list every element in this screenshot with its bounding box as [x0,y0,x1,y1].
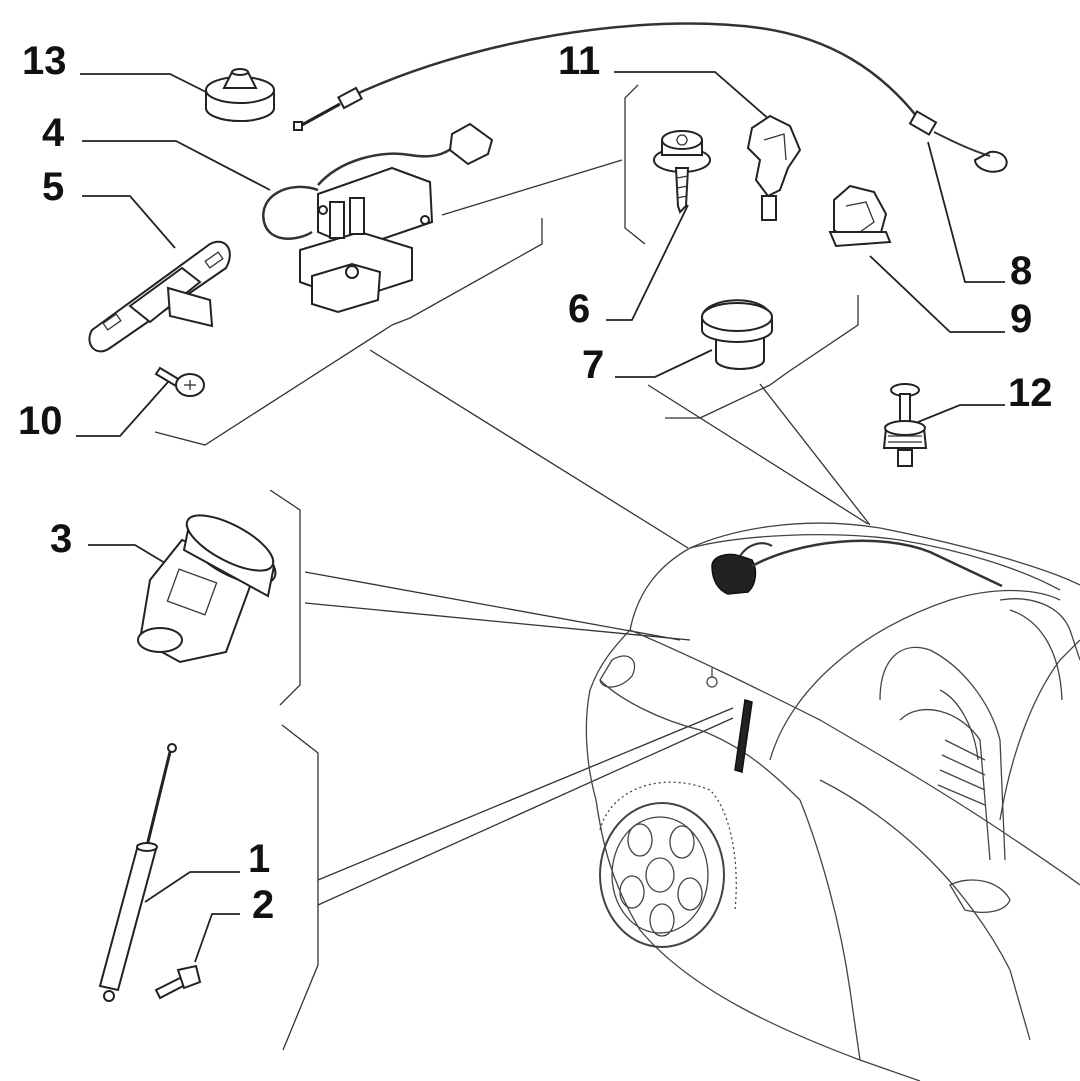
callout-5: 5 [42,165,64,209]
callout-10: 10 [18,399,63,443]
callout-13: 13 [22,39,67,83]
callout-6: 6 [568,287,590,331]
callout-3: 3 [50,517,72,561]
part-2-bolt [154,964,202,1000]
callout-11: 11 [558,39,600,83]
part-10-screw [154,366,205,397]
part-7-rubber-plug [701,299,773,370]
part-13-rubber-bumper [205,68,275,122]
callout-8: 8 [1010,249,1032,293]
part-4-lock-actuator [262,122,494,314]
part-3-plastic-bush [137,514,277,664]
part-11-cable-clip [746,114,802,221]
callout-9: 9 [1010,297,1032,341]
car-outline [585,522,1080,1081]
callout-12: 12 [1008,371,1053,415]
group-pointer-lines [154,84,871,1051]
part-5-striker-plate [88,240,231,353]
part-9-clip-holder [828,184,892,248]
part-6-flange-screw [653,130,711,214]
part-8-release-cable [293,22,1008,173]
callout-7: 7 [582,343,604,387]
callout-2: 2 [252,883,274,927]
callout-4: 4 [42,111,65,155]
callout-1: 1 [248,837,270,881]
leader-lines [76,71,1005,963]
part-1-gas-strut [98,743,177,1002]
part-12-adjustable-bumper [882,383,928,467]
